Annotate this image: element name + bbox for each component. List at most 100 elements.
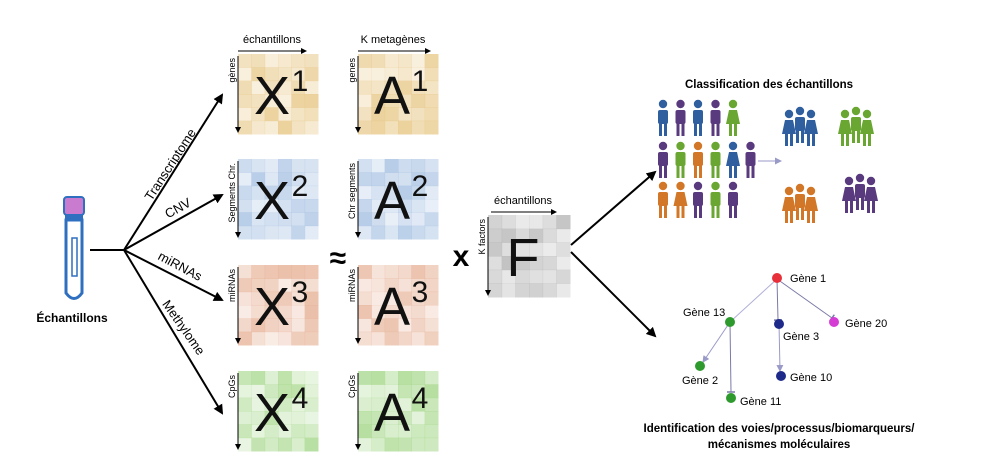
matrix-cell <box>542 228 557 243</box>
matrix-cell <box>384 397 399 412</box>
matrix-cell <box>251 120 266 135</box>
matrix-cell <box>304 107 319 122</box>
matrix-cell <box>411 265 426 279</box>
matrix-cell <box>501 242 516 257</box>
matrix-cell <box>556 228 571 243</box>
gene-label-10: Gène 10 <box>790 372 832 384</box>
matrix-cell <box>398 185 412 200</box>
matrix-cell <box>238 437 252 452</box>
matrix-cell <box>424 305 439 319</box>
matrix-cell <box>278 54 292 68</box>
matrix-cell <box>529 242 544 257</box>
a3-side-label: miRNAs <box>347 269 357 302</box>
matrix-cell <box>371 331 386 346</box>
matrix-cell <box>238 384 252 399</box>
matrix-cell <box>371 54 386 68</box>
matrix-cell <box>251 67 266 82</box>
gene-network-labels: Gène 1 Gène 13 Gène 3 Gène 20 Gène 2 Gèn… <box>682 273 887 408</box>
matrix-cell <box>398 278 412 293</box>
matrix-cell <box>251 305 266 319</box>
matrix-cell <box>411 159 426 173</box>
matrix-cell <box>424 80 439 95</box>
matrix-cell <box>278 411 292 425</box>
matrix-cell <box>398 225 412 240</box>
matrix-cell <box>501 228 516 243</box>
matrix-cell <box>304 384 319 399</box>
matrix-cell <box>398 80 412 95</box>
gene-label-2: Gène 2 <box>682 375 718 387</box>
matrix-cell <box>251 265 266 279</box>
matrix-cell <box>398 67 412 82</box>
gene-label-11: Gène 11 <box>740 396 781 408</box>
matrix-cell <box>264 278 279 293</box>
gene-node-10 <box>776 371 786 381</box>
matrix-cell <box>371 397 386 412</box>
matrix-cell <box>358 94 372 108</box>
matrix-cell <box>398 54 412 68</box>
x3-symbol: X <box>254 277 290 337</box>
matrix-cell <box>384 212 399 227</box>
matrix-cell <box>238 411 252 425</box>
matrix-cell <box>501 256 516 271</box>
matrix-cell <box>556 256 571 271</box>
matrix-cell <box>542 215 557 230</box>
matrix-cell <box>411 384 426 399</box>
matrix-cell <box>291 199 306 213</box>
person-icon <box>673 181 688 218</box>
matrix-cell <box>488 256 503 271</box>
matrix-cell <box>264 212 279 227</box>
matrix-cell <box>238 172 252 187</box>
matrix-cell <box>542 242 557 257</box>
matrix-cell <box>238 212 252 227</box>
matrix-cell <box>251 80 266 95</box>
matrix-cell <box>542 269 557 284</box>
matrix-cell <box>358 225 372 240</box>
matrix-cell <box>424 67 439 82</box>
matrix-cell <box>398 212 412 227</box>
matrix-cell <box>238 94 252 108</box>
matrix-cell <box>398 120 412 135</box>
person-icon <box>782 109 796 146</box>
person-icon <box>658 99 668 136</box>
matrix-cell <box>424 185 439 200</box>
matrix-cell <box>424 94 439 108</box>
person-icon <box>745 141 756 178</box>
matrix-cell <box>371 159 386 173</box>
matrix-cell <box>411 120 426 135</box>
matrix-cell <box>529 215 544 230</box>
matrix-cell <box>238 199 252 213</box>
matrix-cell <box>291 265 306 279</box>
matrix-cell <box>358 199 372 213</box>
matrix-cell <box>384 225 399 240</box>
matrix-cell <box>251 278 266 293</box>
matrix-cell <box>238 159 252 173</box>
matrix-cell <box>278 80 292 95</box>
matrix-cell <box>278 67 292 82</box>
matrix-cell <box>304 54 319 68</box>
matrix-cell <box>264 331 279 346</box>
matrix-cell <box>411 331 426 346</box>
a4-symbol: A <box>374 383 410 443</box>
x2-side-label: Segments Chr. <box>227 163 237 223</box>
matrix-cell <box>304 80 319 95</box>
sample-tube-icon <box>63 196 85 300</box>
matrix-cell <box>238 120 252 135</box>
person-icon <box>693 181 703 218</box>
matrix-cell <box>358 80 372 95</box>
matrix-cell <box>424 397 439 412</box>
matrix-cell <box>424 331 439 346</box>
matrix-cell <box>384 199 399 213</box>
times-symbol: x <box>453 240 470 273</box>
matrix-cell <box>304 225 319 240</box>
matrix-cell <box>238 424 252 439</box>
matrix-cell <box>251 54 266 68</box>
matrix-cell <box>238 291 252 306</box>
person-icon <box>851 106 861 143</box>
matrix-cell <box>264 371 279 385</box>
matrix-cell <box>371 225 386 240</box>
matrix-cell <box>529 269 544 284</box>
